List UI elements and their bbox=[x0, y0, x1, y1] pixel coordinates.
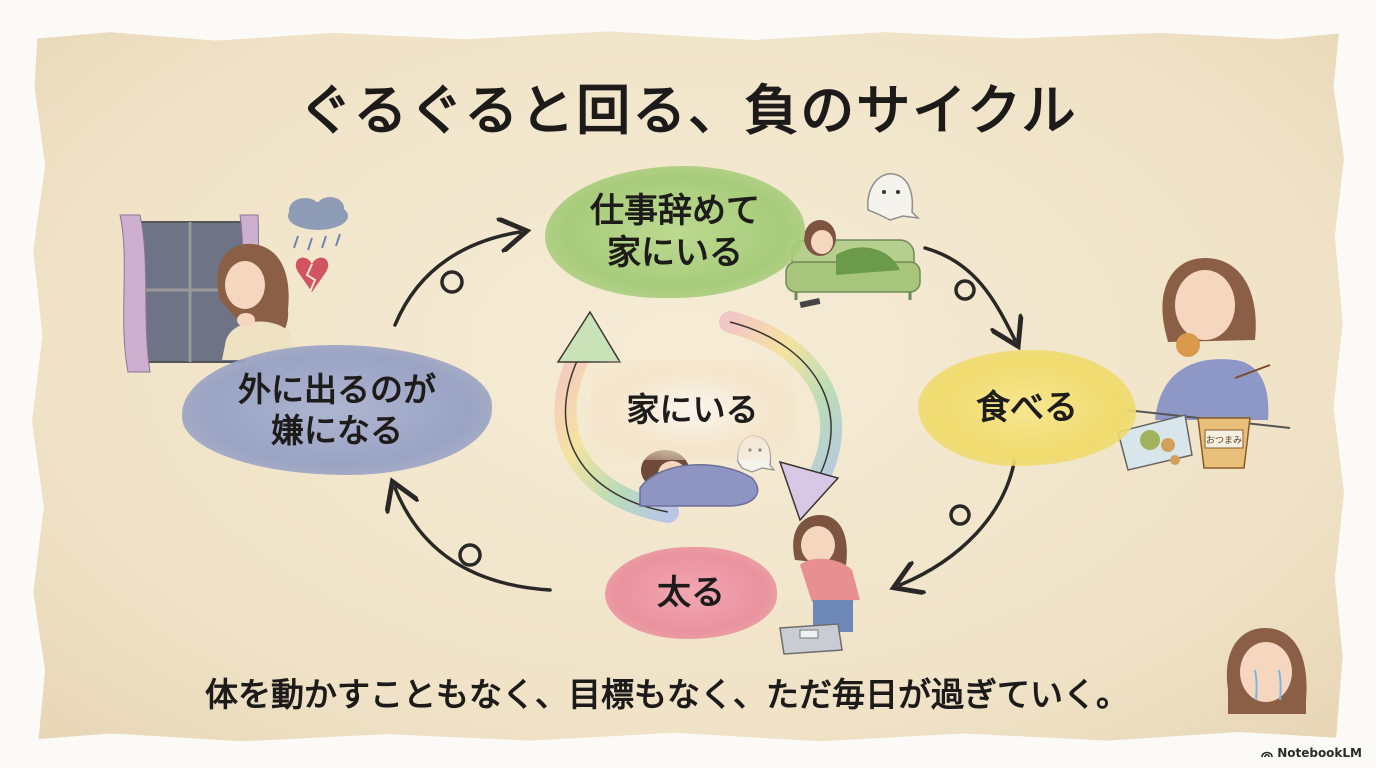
page-title: ぐるぐると回る、負のサイクル bbox=[298, 79, 1078, 142]
crying-woman-illustration bbox=[1226, 628, 1307, 714]
brand-watermark: NotebookLM bbox=[1261, 746, 1362, 760]
node-line: 嫌になる bbox=[271, 411, 403, 450]
worried-woman-at-window-illustration bbox=[217, 243, 295, 360]
woman-lying-on-sofa-illustration bbox=[804, 220, 900, 275]
cycle-node-gain-weight: 太る bbox=[605, 547, 777, 639]
rain-cloud-icon bbox=[288, 197, 348, 251]
bottom-caption: 体を動かすこともなく、目標もなく、ただ毎日が過ぎていく。 bbox=[205, 675, 1129, 714]
cycle-node-quit-job: 仕事辞めて家にいる bbox=[545, 166, 805, 298]
brand-name: NotebookLM bbox=[1277, 746, 1362, 760]
cup-noodle-label: おつまみ bbox=[1206, 435, 1242, 446]
node-line: 家にいる bbox=[607, 233, 743, 273]
broken-heart-icon bbox=[295, 257, 329, 293]
arrow-top-to-right bbox=[923, 246, 1015, 340]
woman-sleeping-in-blanket-illustration bbox=[639, 450, 759, 507]
cycle-node-eat: 食べる bbox=[918, 350, 1136, 466]
node-line: 太る bbox=[657, 572, 725, 613]
inner-loop-arrow-right bbox=[719, 311, 843, 522]
arrow-left-to-top bbox=[393, 232, 520, 327]
woman-eating-illustration bbox=[1155, 258, 1271, 420]
node-line: 仕事辞めて bbox=[590, 190, 760, 231]
woman-with-scale-illustration bbox=[793, 515, 860, 632]
node-line: 食べる bbox=[976, 387, 1078, 428]
cycle-center-stay-home: 家にいる bbox=[590, 360, 795, 460]
arrow-right-to-bottom bbox=[900, 456, 1017, 585]
notebooklm-logo-icon bbox=[1261, 751, 1273, 758]
ghost-icon-top bbox=[867, 173, 921, 221]
node-line: 家にいる bbox=[626, 390, 759, 430]
cup-noodle-illustration: おつまみ bbox=[1197, 417, 1251, 469]
inner-loop-arrow-left bbox=[554, 310, 679, 523]
snack-bag-illustration bbox=[1117, 414, 1193, 471]
cycle-node-dislike-going-out: 外に出るのが嫌になる bbox=[182, 345, 492, 475]
node-line: 外に出るのが bbox=[238, 369, 436, 409]
scale-icon bbox=[779, 623, 843, 655]
arrow-bottom-to-left bbox=[395, 488, 552, 592]
